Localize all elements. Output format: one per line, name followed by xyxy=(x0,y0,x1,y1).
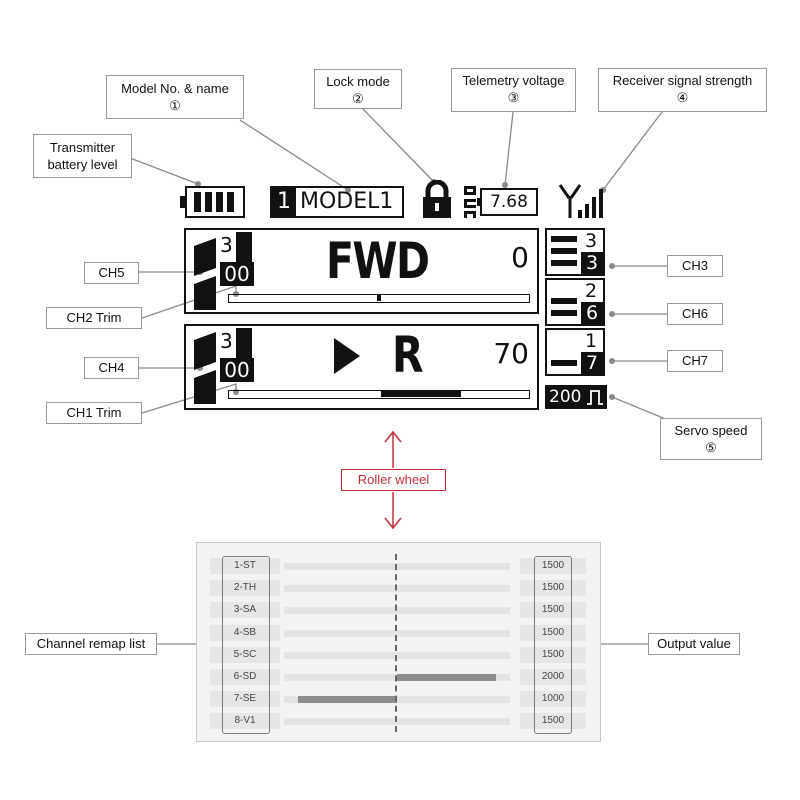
ch2-trim-marker xyxy=(377,295,381,301)
pulse-icon xyxy=(587,390,603,405)
ch4-indicator xyxy=(194,332,216,404)
remap-output-value: 1500 xyxy=(520,558,586,574)
callout-ch6: CH6 xyxy=(667,303,723,325)
remap-value-frame xyxy=(534,556,572,734)
telemetry-voltage: 7.68 xyxy=(490,192,528,212)
callout-lock: Lock mode ② xyxy=(314,69,402,109)
remap-channel-label: 4-SB xyxy=(210,624,280,641)
remap-channel-label: 2-TH xyxy=(210,580,280,597)
callout-output-value: Output value xyxy=(648,633,740,655)
ch2-trim-value: 00 xyxy=(220,262,254,286)
ch2-trim-bar xyxy=(228,294,530,303)
remap-center-line xyxy=(395,554,397,732)
telemetry-icon xyxy=(464,186,476,218)
throttle-panel: 3 00 R 70 xyxy=(184,324,539,410)
steering-value: 0 xyxy=(511,241,529,274)
model-name: MODEL1 xyxy=(300,189,394,214)
ch3-bottom-value: 3 xyxy=(581,252,603,274)
callout-ch4: CH4 xyxy=(84,357,139,379)
remap-row: 7-SE 1000 xyxy=(0,691,800,708)
callout-ch1-trim: CH1 Trim xyxy=(46,402,142,424)
remap-row: 4-SB 1500 xyxy=(0,624,800,641)
remap-channel-label: 3-SA xyxy=(210,602,280,619)
remap-row: 2-TH 1500 xyxy=(0,580,800,597)
remap-output-value: 1000 xyxy=(520,691,586,708)
remap-label-frame xyxy=(222,556,270,734)
remap-output-value: 1500 xyxy=(520,602,586,619)
ch7-box: 1 7 xyxy=(545,328,605,376)
callout-ch7: CH7 xyxy=(667,350,723,372)
callout-servo-speed: Servo speed ⑤ xyxy=(660,418,762,460)
callout-roller-wheel: Roller wheel xyxy=(341,469,446,491)
model-number: 1 xyxy=(272,188,296,216)
callout-receiver: Receiver signal strength ④ xyxy=(598,68,767,112)
ch1-trim-bar xyxy=(228,390,530,399)
ch7-bottom-value: 7 xyxy=(581,352,603,374)
callout-tx-battery: Transmitter battery level xyxy=(33,134,132,178)
callout-ch3: CH3 xyxy=(667,255,723,277)
remap-channel-label: 5-SC xyxy=(210,646,280,663)
remap-channel-label: 7-SE xyxy=(210,691,280,708)
remap-row: 1-ST 1500 xyxy=(0,558,800,574)
telemetry-display: 7.68 xyxy=(477,188,538,216)
remap-output-track xyxy=(284,607,510,615)
remap-output-value: 1500 xyxy=(520,713,586,730)
remap-panel xyxy=(196,542,601,742)
remap-output-track xyxy=(284,651,510,659)
ch1-trim-fill xyxy=(381,391,461,397)
ch5-value: 3 xyxy=(220,233,233,257)
model-display: 1 MODEL1 xyxy=(270,186,404,218)
remap-output-bar xyxy=(297,696,397,704)
battery-icon xyxy=(180,186,246,218)
ch4-value: 3 xyxy=(220,329,233,353)
remap-output-value: 1500 xyxy=(520,624,586,641)
ch7-top-value: 1 xyxy=(585,330,598,352)
servo-speed-value: 200 xyxy=(549,387,582,407)
remap-channel-label: 1-ST xyxy=(210,558,280,574)
remap-row: 8-V1 1500 xyxy=(0,713,800,730)
ch6-box: 2 6 xyxy=(545,278,605,326)
callout-remap-list: Channel remap list xyxy=(25,633,157,655)
play-icon xyxy=(334,338,360,374)
reverse-mode: R xyxy=(392,326,424,384)
steering-panel: 3 00 FWD 0 xyxy=(184,228,539,314)
remap-output-track xyxy=(284,718,510,726)
remap-output-value: 2000 xyxy=(520,669,586,685)
callout-ch5: CH5 xyxy=(84,262,139,284)
remap-row: 5-SC 1500 xyxy=(0,646,800,663)
callout-model: Model No. & name ① xyxy=(106,75,244,119)
remap-output-value: 1500 xyxy=(520,646,586,663)
remap-output-track xyxy=(284,585,510,593)
remap-channel-label: 6-SD xyxy=(210,669,280,685)
servo-speed-display: 200 xyxy=(545,385,607,409)
remap-output-track xyxy=(284,563,510,570)
remap-row: 6-SD 2000 xyxy=(0,669,800,685)
remap-row: 3-SA 1500 xyxy=(0,602,800,619)
remap-output-track xyxy=(284,629,510,637)
callout-telemetry: Telemetry voltage ③ xyxy=(451,68,576,112)
remap-output-track xyxy=(284,696,510,704)
ch3-top-value: 3 xyxy=(585,230,598,252)
ch5-indicator xyxy=(194,238,216,310)
signal-strength-icon xyxy=(558,184,603,218)
callout-ch2-trim: CH2 Trim xyxy=(46,307,142,329)
drive-mode: FWD xyxy=(326,232,430,290)
remap-output-value: 1500 xyxy=(520,580,586,597)
remap-output-bar xyxy=(397,674,497,681)
lock-icon xyxy=(423,180,451,218)
ch6-top-value: 2 xyxy=(585,280,598,302)
ch6-bottom-value: 6 xyxy=(581,302,603,324)
ch1-trim-value: 00 xyxy=(220,358,254,382)
ch3-box: 3 3 xyxy=(545,228,605,276)
throttle-value: 70 xyxy=(493,337,529,370)
remap-channel-label: 8-V1 xyxy=(210,713,280,730)
